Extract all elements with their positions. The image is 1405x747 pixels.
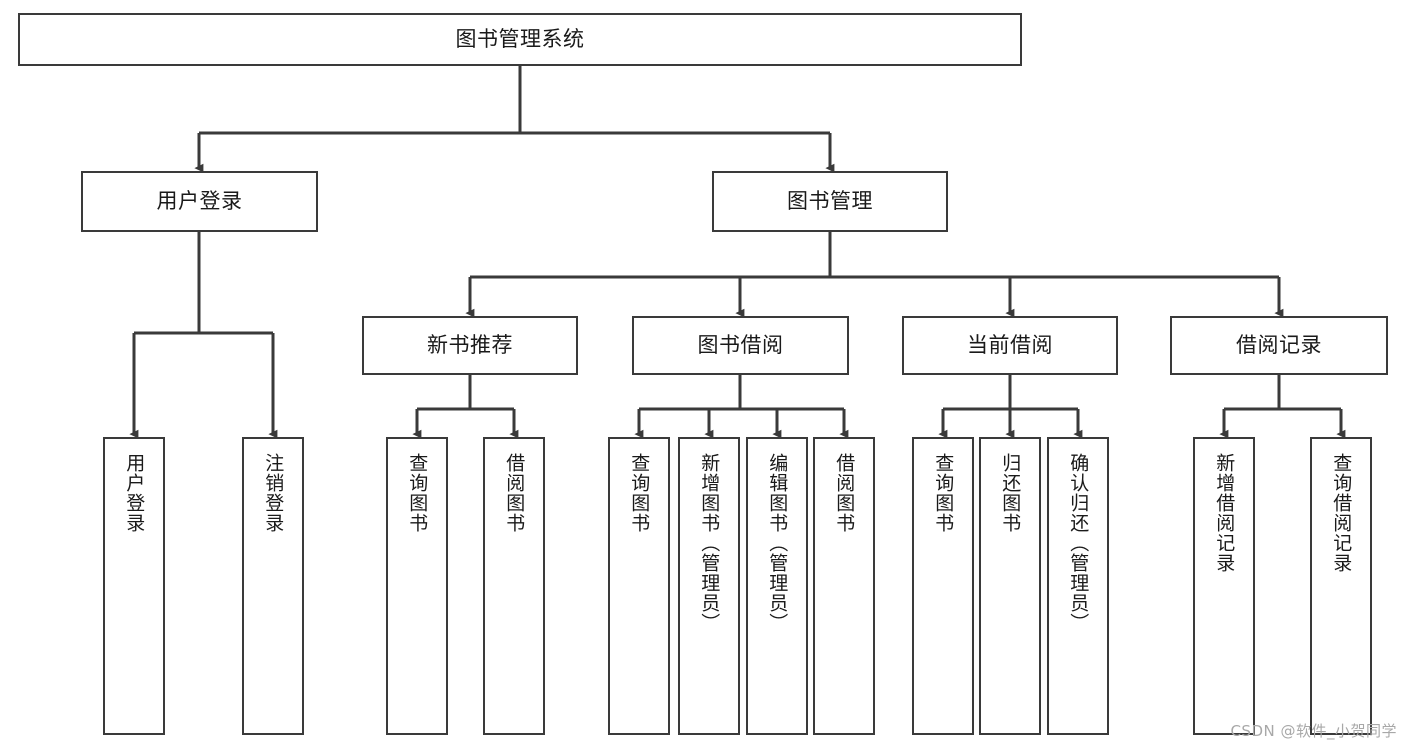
node-label: 用户登录 xyxy=(156,189,243,214)
node-borrow-records[interactable]: 借阅记录 xyxy=(1170,316,1388,375)
node-label: 当前借阅 xyxy=(967,333,1053,358)
node-label: 查询图书 xyxy=(628,453,651,533)
leaf-add-book-admin[interactable]: 新增图书（管理员） xyxy=(678,437,740,735)
leaf-add-borrow-record[interactable]: 新增借阅记录 xyxy=(1193,437,1255,735)
node-label: 借阅记录 xyxy=(1236,333,1322,358)
leaf-search-books-recommend[interactable]: 查询图书 xyxy=(386,437,448,735)
node-label: 新增借阅记录 xyxy=(1213,453,1236,573)
leaf-user-logout[interactable]: 注销登录 xyxy=(242,437,304,735)
node-current-borrowing[interactable]: 当前借阅 xyxy=(902,316,1118,375)
leaf-search-books-borrow[interactable]: 查询图书 xyxy=(608,437,670,735)
node-label: 用户登录 xyxy=(123,453,146,533)
leaf-user-login[interactable]: 用户登录 xyxy=(103,437,165,735)
node-label: 归还图书 xyxy=(999,453,1022,533)
node-label: 图书管理 xyxy=(787,189,873,214)
leaf-borrow-books-recommend[interactable]: 借阅图书 xyxy=(483,437,545,735)
node-label: 图书借阅 xyxy=(697,333,784,358)
node-label: 图书管理系统 xyxy=(455,27,585,52)
leaf-borrow-book[interactable]: 借阅图书 xyxy=(813,437,875,735)
leaf-search-books-current[interactable]: 查询图书 xyxy=(912,437,974,735)
leaf-search-borrow-record[interactable]: 查询借阅记录 xyxy=(1310,437,1372,735)
node-label: 借阅图书 xyxy=(503,453,526,533)
node-label: 新增图书（管理员） xyxy=(698,453,721,633)
csdn-watermark: CSDN @软件_小贺同学 xyxy=(1230,722,1397,740)
node-new-book-recommendation[interactable]: 新书推荐 xyxy=(362,316,578,375)
node-label: 借阅图书 xyxy=(833,453,856,533)
node-book-borrowing[interactable]: 图书借阅 xyxy=(632,316,849,375)
node-label: 新书推荐 xyxy=(427,333,513,358)
node-label: 编辑图书（管理员） xyxy=(766,453,789,633)
leaf-return-book[interactable]: 归还图书 xyxy=(979,437,1041,735)
leaf-confirm-return-admin[interactable]: 确认归还（管理员） xyxy=(1047,437,1109,735)
node-root-system[interactable]: 图书管理系统 xyxy=(18,13,1022,66)
node-label: 查询借阅记录 xyxy=(1330,453,1353,573)
node-book-management[interactable]: 图书管理 xyxy=(712,171,948,232)
node-label: 查询图书 xyxy=(932,453,955,533)
node-label: 注销登录 xyxy=(262,453,285,533)
node-user-login[interactable]: 用户登录 xyxy=(81,171,318,232)
node-label: 查询图书 xyxy=(406,453,429,533)
leaf-edit-book-admin[interactable]: 编辑图书（管理员） xyxy=(746,437,808,735)
node-label: 确认归还（管理员） xyxy=(1067,453,1090,633)
